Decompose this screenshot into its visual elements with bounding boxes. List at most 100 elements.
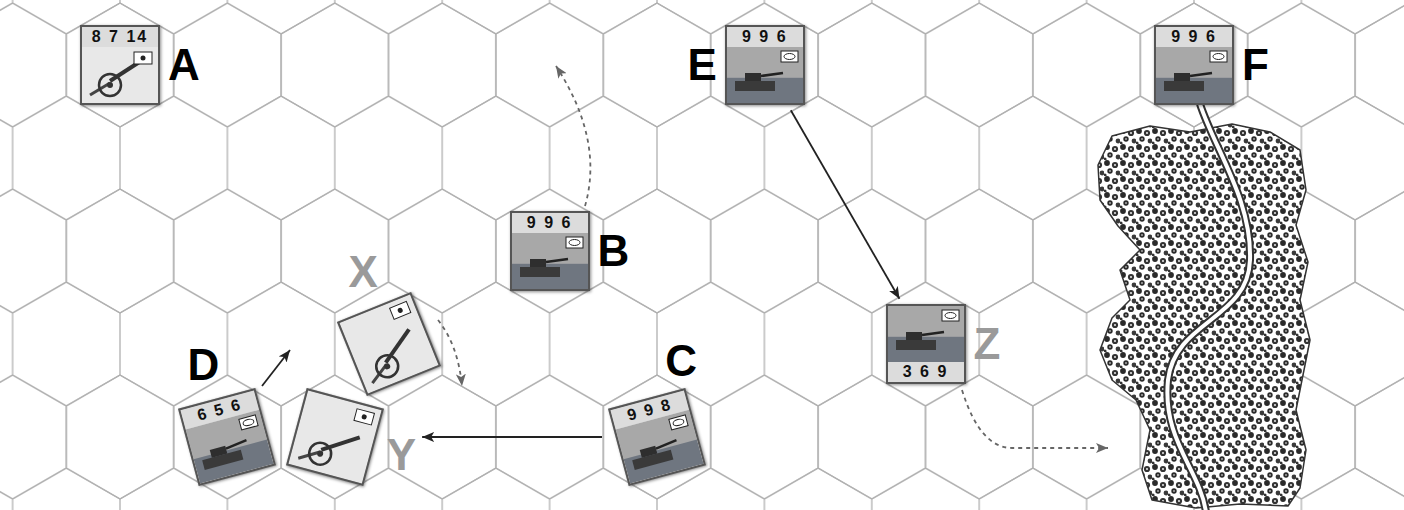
road xyxy=(1167,104,1250,510)
vehicle-turret xyxy=(530,259,546,267)
unit-symbol xyxy=(239,415,258,430)
unit-art xyxy=(82,47,158,103)
unit-art xyxy=(888,306,964,362)
unit-counter: 6 5 6 xyxy=(178,388,276,486)
unit-symbol xyxy=(354,409,374,425)
road xyxy=(1167,104,1250,510)
unit-label: D xyxy=(187,343,219,387)
unit-symbol xyxy=(942,310,959,321)
gun-wheel xyxy=(99,74,121,96)
vehicle-gun xyxy=(922,332,944,335)
move-arrow xyxy=(422,436,602,438)
unit-node: Y xyxy=(295,397,416,477)
vehicle-hull xyxy=(1164,81,1204,91)
vehicle-hull xyxy=(896,340,936,350)
unit-symbol xyxy=(945,313,956,319)
unit-label: X xyxy=(349,250,378,294)
vehicle-gun xyxy=(546,259,568,262)
forest-terrain xyxy=(1098,124,1310,508)
move-path xyxy=(262,350,290,386)
unit-art xyxy=(339,295,438,394)
unit-counter: 9 9 6 xyxy=(1154,25,1234,105)
counter-ground xyxy=(1156,47,1232,103)
gun-wheel xyxy=(316,450,323,457)
unit-label: Z xyxy=(974,322,1001,366)
gun-wheel xyxy=(306,440,333,467)
gun-wheel xyxy=(372,352,401,381)
unit-symbol xyxy=(784,54,795,60)
unit-symbol xyxy=(569,240,580,246)
unit-symbol xyxy=(243,418,255,427)
counter-band xyxy=(888,337,964,362)
combat-factors: 9 9 6 xyxy=(1156,27,1232,47)
counter-ground xyxy=(186,410,274,484)
vehicle-gun xyxy=(1190,73,1212,76)
move-path xyxy=(438,320,462,386)
vehicle-turret xyxy=(906,332,922,340)
gun-barrel xyxy=(377,329,417,362)
unit-art xyxy=(512,233,588,289)
gun-wheel xyxy=(107,82,113,88)
unit-symbol xyxy=(672,418,684,427)
counter-ground xyxy=(616,410,704,484)
unit-art xyxy=(288,390,381,483)
counter-ground xyxy=(727,47,803,103)
vehicle-turret xyxy=(745,73,761,81)
counter-band xyxy=(624,440,704,484)
vehicle-gun xyxy=(655,440,677,449)
counter-band xyxy=(727,78,803,103)
unit-art xyxy=(727,47,803,103)
unit-label: Y xyxy=(387,433,416,477)
vehicle-turret xyxy=(640,446,658,458)
vehicle-hull xyxy=(520,267,560,277)
unit-symbol xyxy=(669,415,688,430)
counter-ground xyxy=(888,306,964,362)
counter-band xyxy=(194,440,274,484)
vehicle-turret xyxy=(210,446,228,458)
unit-node: 9 9 6 E xyxy=(687,25,804,105)
unit-symbol xyxy=(141,56,146,61)
unit-art xyxy=(1156,47,1232,103)
unit-symbol xyxy=(389,301,410,319)
vehicle-gun xyxy=(226,440,248,449)
vehicle-gun xyxy=(761,73,783,76)
unit-node: 8 7 14A xyxy=(80,25,200,105)
unit-counter: 9 9 6 xyxy=(725,25,805,105)
combat-factors: 9 9 6 xyxy=(512,213,588,233)
counter-ground xyxy=(288,390,381,483)
unit-node: 9 9 8C xyxy=(617,339,697,477)
vehicle-hull xyxy=(735,81,775,91)
unit-node: 9 9 6 B xyxy=(510,211,630,291)
unit-counter xyxy=(336,292,440,396)
unit-label: B xyxy=(598,229,630,273)
counter-ground xyxy=(339,295,438,394)
combat-factors: 9 9 6 xyxy=(727,27,803,47)
unit-label: F xyxy=(1242,43,1269,87)
unit-symbol xyxy=(361,414,367,420)
unit-symbol xyxy=(134,52,152,64)
unit-counter: 9 9 8 xyxy=(608,388,706,486)
unit-symbol xyxy=(781,51,798,62)
unit-label: C xyxy=(665,339,697,383)
combat-factors: 3 6 9 xyxy=(888,362,964,382)
counter-ground xyxy=(512,233,588,289)
counter-band xyxy=(512,264,588,289)
gun-wheel xyxy=(383,362,391,370)
unit-counter: 9 9 6 xyxy=(510,211,590,291)
unit-node: 6 5 6D xyxy=(187,343,267,477)
move-path xyxy=(962,390,1108,448)
vehicle-turret xyxy=(1174,73,1190,81)
move-arrow xyxy=(791,110,900,299)
unit-counter: 8 7 14 xyxy=(80,25,160,105)
unit-symbol xyxy=(1213,54,1224,60)
unit-symbol xyxy=(1210,51,1227,62)
unit-symbol xyxy=(566,237,583,248)
move-path xyxy=(556,66,590,206)
unit-label: E xyxy=(687,43,716,87)
unit-node: 9 9 6 F xyxy=(1154,25,1269,105)
unit-counter: 3 6 9 xyxy=(886,304,966,384)
combat-factors: 8 7 14 xyxy=(82,27,158,47)
unit-symbol xyxy=(396,307,403,314)
unit-node: X xyxy=(349,250,429,384)
